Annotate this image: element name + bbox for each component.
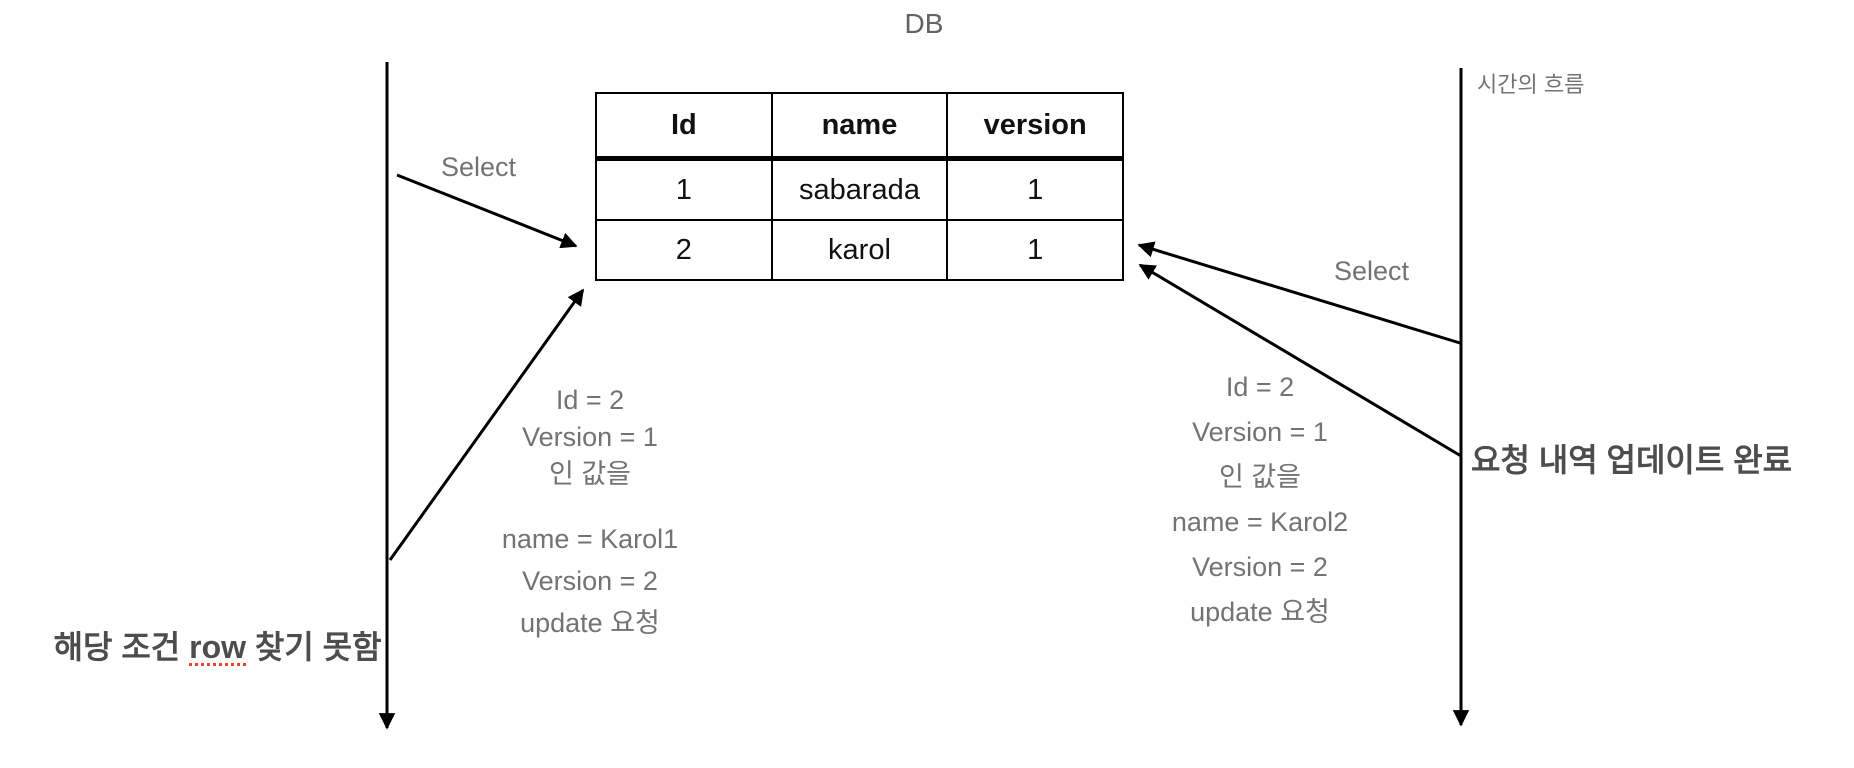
request-line: 인 값을 <box>548 459 632 489</box>
col-header-name: name <box>770 92 949 161</box>
request-line: Id = 2 <box>1225 372 1295 402</box>
cell-name: sabarada <box>770 157 949 221</box>
db-title: DB <box>904 8 944 39</box>
result-text-suffix: 찾기 못함 <box>246 629 382 665</box>
col-header-version: version <box>946 92 1124 161</box>
result-text-prefix: 해당 조건 <box>53 629 190 665</box>
left-request-condition: Id = 2 Version = 1 인 값을 <box>430 382 750 493</box>
request-line: name = Karol1 <box>501 524 679 554</box>
select-arrow-right <box>1137 241 1461 345</box>
right-update-request-text: Id = 2 Version = 1 인 값을 name = Karol2 Ve… <box>1100 365 1420 635</box>
request-line: Version = 1 <box>1192 417 1328 447</box>
left-update-request-text: Id = 2 Version = 1 인 값을 name = Karol1 Ve… <box>430 382 750 644</box>
request-line: Id = 2 <box>555 385 625 415</box>
select-arrow-left <box>396 173 578 249</box>
left-request-update: name = Karol1 Version = 2 update 요청 <box>430 518 750 644</box>
request-line: Version = 2 <box>1192 552 1328 582</box>
db-table: Id name version 1 sabarada 1 2 karol 1 <box>595 92 1124 281</box>
request-line: update 요청 <box>1190 597 1330 627</box>
time-flow-label: 시간의 흐름 <box>1477 72 1585 97</box>
update-complete-text: 요청 내역 업데이트 완료 <box>1471 442 1793 478</box>
table-row-karol: 2 karol 1 <box>595 219 1124 281</box>
request-line: Version = 1 <box>522 422 658 452</box>
table-header-row: Id name version <box>595 92 1124 161</box>
cell-id: 2 <box>595 219 773 281</box>
row-not-found-text: 해당 조건 row 찾기 못함 <box>18 585 382 705</box>
col-header-id: Id <box>595 92 773 161</box>
request-line: update 요청 <box>520 608 660 638</box>
cell-version: 1 <box>946 219 1124 281</box>
cell-name: karol <box>770 219 949 281</box>
select-label-left: Select <box>441 152 517 182</box>
request-line: 인 값을 <box>1218 462 1302 492</box>
request-line: Version = 2 <box>522 566 658 596</box>
row-word-underlined: row <box>189 629 246 665</box>
cell-id: 1 <box>595 157 773 221</box>
request-line: name = Karol2 <box>1171 507 1349 537</box>
select-label-right: Select <box>1334 256 1410 286</box>
cell-version: 1 <box>946 157 1124 221</box>
table-row-sabarada: 1 sabarada 1 <box>595 157 1124 221</box>
